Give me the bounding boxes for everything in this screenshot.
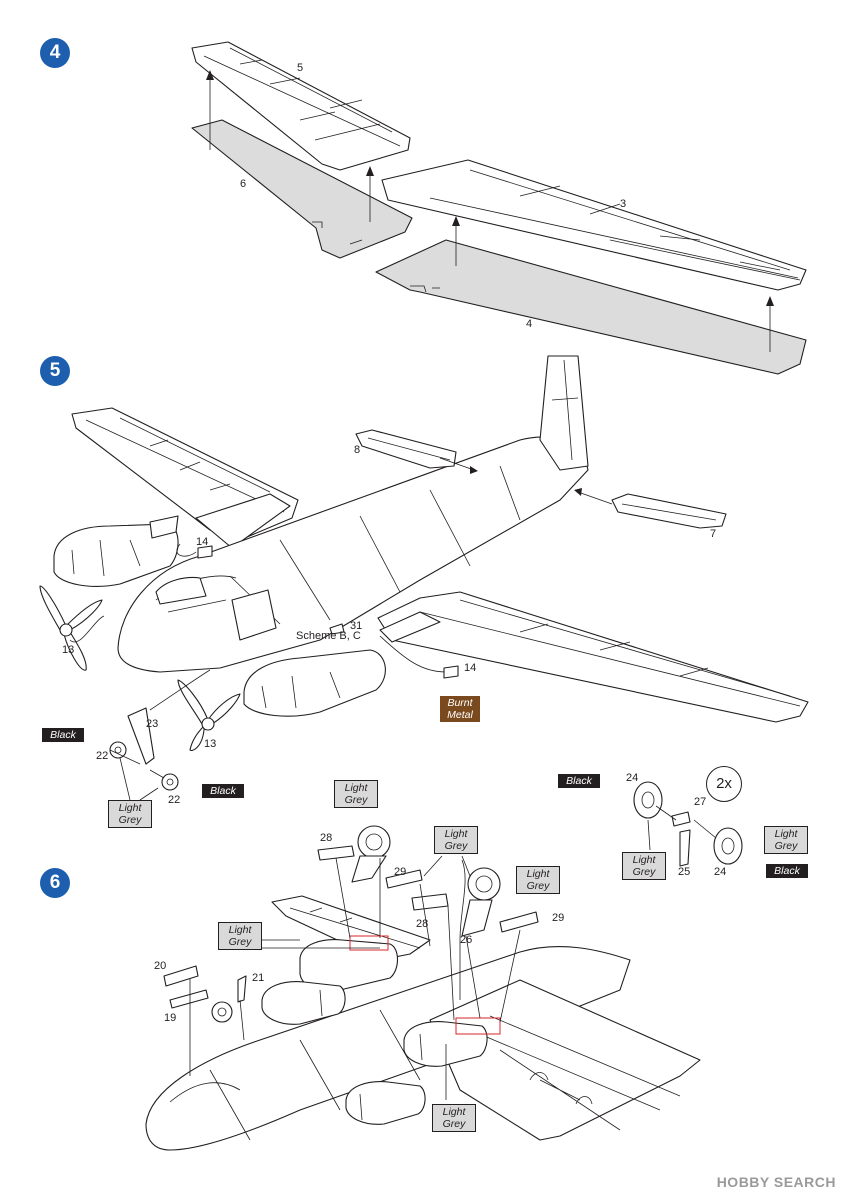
- part-13-label-right: 13: [204, 738, 217, 750]
- tag-line1: Burnt: [447, 697, 473, 709]
- color-tag-light-grey-3: Light Grey: [622, 852, 666, 880]
- part-31-label: 31: [350, 620, 363, 632]
- color-tag-light-grey-8: Light Grey: [432, 1104, 476, 1132]
- part-5-label: 5: [297, 62, 304, 74]
- quantity-badge: 2x: [706, 766, 742, 802]
- part-22-label-left: 22: [96, 750, 109, 762]
- color-tag-light-grey-5: Light Grey: [434, 826, 478, 854]
- step-5-badge: 5: [40, 356, 70, 386]
- tag-line2: Grey: [444, 840, 468, 852]
- color-tag-black-4: Black: [766, 864, 808, 878]
- step4-drawing: [191, 41, 807, 375]
- part-4-label: 4: [526, 318, 533, 330]
- part-24-label-a: 24: [626, 772, 639, 784]
- step-6-badge: 6: [40, 868, 70, 898]
- tag-line1: Light: [632, 854, 656, 866]
- watermark: HOBBY SEARCH: [716, 1174, 836, 1190]
- part-28-label-b: 28: [416, 918, 429, 930]
- tag-line1: Light: [228, 924, 252, 936]
- part-7-label: 7: [710, 528, 717, 540]
- color-tag-black-3: Black: [558, 774, 600, 788]
- tag-line1: Light: [774, 828, 798, 840]
- part-23-label: 23: [146, 718, 159, 730]
- tag-line2: Grey: [526, 880, 550, 892]
- tag-line1: Light: [442, 1106, 466, 1118]
- part-27-label: 27: [694, 796, 707, 808]
- part-20-label: 20: [154, 960, 167, 972]
- tag-line2: Metal: [447, 709, 473, 721]
- part-3-label: 3: [620, 198, 627, 210]
- part-28-label-a: 28: [320, 832, 333, 844]
- part-26-label: 26: [460, 934, 473, 946]
- part-25-label: 25: [678, 866, 691, 878]
- propeller-left: [39, 585, 103, 671]
- part-21-label: 21: [252, 972, 265, 984]
- tag-line2: Grey: [774, 840, 798, 852]
- part-13-label-left: 13: [62, 644, 75, 656]
- color-tag-black-1: Black: [42, 728, 84, 742]
- color-tag-light-grey-1: Light Grey: [108, 800, 152, 828]
- part-14-label-left: 14: [196, 536, 209, 548]
- propeller-right: [177, 679, 241, 751]
- tag-line2: Grey: [344, 794, 368, 806]
- step-4-badge: 4: [40, 38, 70, 68]
- tag-line2: Grey: [442, 1118, 466, 1130]
- color-tag-light-grey-4: Light Grey: [334, 780, 378, 808]
- color-tag-light-grey-6: Light Grey: [516, 866, 560, 894]
- tag-line1: Light: [344, 782, 368, 794]
- part-22-label-right: 22: [168, 794, 181, 806]
- tag-line2: Grey: [632, 866, 656, 878]
- tag-line1: Light: [526, 868, 550, 880]
- tag-line2: Grey: [118, 814, 142, 826]
- step5-drawing: [39, 355, 809, 801]
- color-tag-burnt-metal: Burnt Metal: [440, 696, 480, 722]
- part-14-label-right: 14: [464, 662, 477, 674]
- part-29-label-b: 29: [552, 912, 565, 924]
- scheme-note: Scheme B, C: [296, 630, 361, 642]
- color-tag-black-2: Black: [202, 784, 244, 798]
- part-8-label: 8: [354, 444, 361, 456]
- step6-drawing: [145, 781, 743, 1151]
- part-29-label-a: 29: [394, 866, 407, 878]
- tag-line2: Grey: [228, 936, 252, 948]
- color-tag-light-grey-7: Light Grey: [218, 922, 262, 950]
- part-24-label-b: 24: [714, 866, 727, 878]
- tag-line1: Light: [444, 828, 468, 840]
- part-19-label: 19: [164, 1012, 177, 1024]
- color-tag-light-grey-2: Light Grey: [764, 826, 808, 854]
- part-6-label: 6: [240, 178, 247, 190]
- tag-line1: Light: [118, 802, 142, 814]
